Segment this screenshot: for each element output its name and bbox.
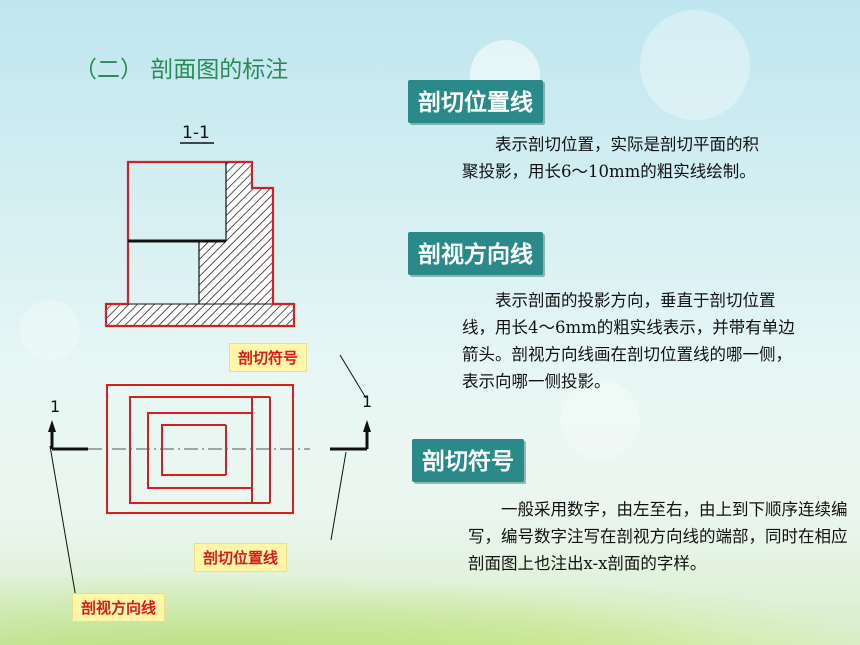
paragraph-cut-position-line: 表示剖切位置，实际是剖切平面的积聚投影，用长6～10mm的粗实线绘制。: [462, 135, 759, 181]
section-view: [104, 160, 296, 328]
bokeh-light: [640, 10, 750, 120]
callout-cut-symbol: 剖切符号: [229, 343, 308, 372]
hatched-base: [105, 303, 295, 327]
section-outline: [104, 160, 296, 328]
heading-view-direction-line: 剖视方向线: [408, 232, 543, 275]
heading-cut-symbol: 剖切符号: [412, 439, 524, 482]
cut-number-right: 1: [362, 392, 372, 411]
bokeh-light: [560, 380, 640, 460]
cut-number-left: 1: [50, 397, 60, 416]
paragraph-view-direction-line: 表示剖面的投影方向，垂直于剖切位置线，用长4～6mm的粗实线表示，并带有单边箭头…: [462, 291, 795, 391]
leader-symbol: [339, 354, 367, 399]
bokeh-light: [20, 300, 80, 360]
leader-position-line: [330, 451, 347, 541]
cut-mark-right: [330, 420, 371, 451]
paragraph-cut-symbol: 一般采用数字，由左至右，由上到下顺序连续编写，编号数字注写在剖视方向线的端部，同…: [468, 500, 848, 573]
cut-mark-left: [48, 420, 88, 451]
hatched-wall: [198, 161, 274, 305]
leader-direction-line: [49, 445, 77, 599]
section-label: 1-1: [182, 123, 210, 143]
page-title: （二） 剖面图的标注: [74, 57, 289, 83]
callout-view-direction-line: 剖视方向线: [72, 593, 166, 622]
heading-cut-position-line: 剖切位置线: [408, 80, 543, 123]
callout-cut-position-line: 剖切位置线: [194, 543, 288, 572]
